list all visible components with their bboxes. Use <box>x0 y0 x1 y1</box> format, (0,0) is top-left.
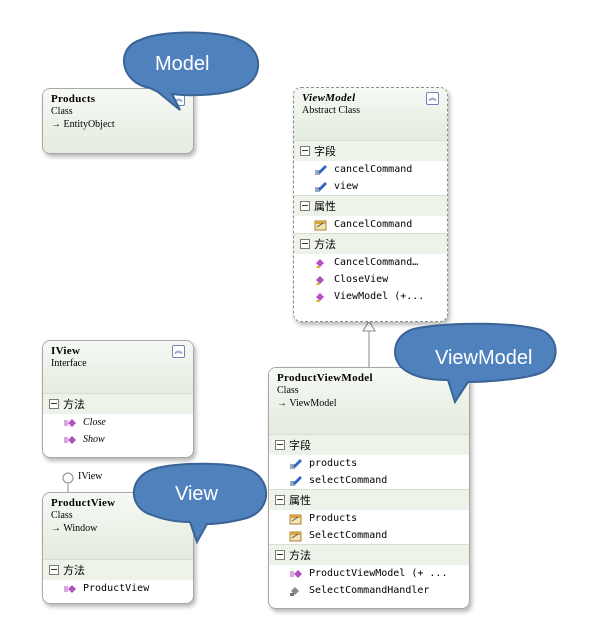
collapse-minus-icon[interactable] <box>275 495 285 505</box>
callout-viewmodel-label: ViewModel <box>435 347 533 369</box>
field-icon <box>290 458 302 469</box>
method-icon <box>316 258 324 268</box>
class-base: → Window <box>51 523 98 534</box>
iview-interface-box[interactable]: IView Interface ︽ 方法 Close Show <box>42 340 194 458</box>
collapse-minus-icon[interactable] <box>49 399 59 409</box>
double-chevron-up-icon[interactable]: ︽ <box>172 345 185 358</box>
class-kind: Abstract Class <box>302 105 361 116</box>
section-fields[interactable]: 字段 <box>294 140 447 161</box>
member-row[interactable]: view <box>294 178 447 195</box>
member-row[interactable]: selectCommand <box>269 472 469 489</box>
double-chevron-up-icon[interactable]: ︽ <box>426 92 439 105</box>
class-kind: Class <box>51 510 73 521</box>
section-methods[interactable]: 方法 <box>43 393 193 414</box>
member-row[interactable]: CancelCommand <box>294 216 447 233</box>
class-name: IView <box>51 345 81 357</box>
callout-model-label: Model <box>155 53 210 75</box>
class-base: → EntityObject <box>51 119 115 130</box>
section-methods[interactable]: 方法 <box>269 544 469 565</box>
class-kind: Class <box>277 385 299 396</box>
section-fields[interactable]: 字段 <box>269 434 469 455</box>
member-row[interactable]: products <box>269 455 469 472</box>
member-row[interactable]: cancelCommand <box>294 161 447 178</box>
method-icon <box>290 586 299 596</box>
callout-view-label: View <box>175 483 218 505</box>
collapse-minus-icon[interactable] <box>275 440 285 450</box>
member-row[interactable]: CancelCommand… <box>294 254 447 271</box>
method-icon <box>64 584 76 593</box>
field-icon <box>290 475 302 486</box>
interface-method-icon <box>64 418 76 427</box>
callout-view <box>132 462 268 545</box>
member-row[interactable]: Products <box>269 510 469 527</box>
section-methods[interactable]: 方法 <box>294 233 447 254</box>
class-name: Products <box>51 93 96 105</box>
class-kind: Interface <box>51 358 87 369</box>
class-base: → ViewModel <box>277 398 337 409</box>
property-icon <box>289 531 302 541</box>
member-row[interactable]: ViewModel (+... <box>294 288 447 305</box>
member-row[interactable]: ProductViewModel (+ ... <box>269 565 469 582</box>
member-row[interactable]: SelectCommandHandler <box>269 582 469 599</box>
class-name: ProductView <box>51 497 116 509</box>
callout-model <box>123 31 260 111</box>
class-kind: Class <box>51 106 73 117</box>
member-row[interactable]: CloseView <box>294 271 447 288</box>
collapse-minus-icon[interactable] <box>275 550 285 560</box>
interface-lollipop-icon <box>62 472 74 484</box>
member-row[interactable]: SelectCommand <box>269 527 469 544</box>
viewmodel-class-box[interactable]: ViewModel Abstract Class ︽ 字段 cancelComm… <box>293 87 448 322</box>
method-icon <box>290 569 302 578</box>
collapse-minus-icon[interactable] <box>49 565 59 575</box>
member-row[interactable]: Close <box>43 414 193 431</box>
field-icon <box>315 181 327 192</box>
property-icon <box>289 514 302 524</box>
collapse-minus-icon[interactable] <box>300 239 310 249</box>
section-properties[interactable]: 属性 <box>269 489 469 510</box>
collapse-minus-icon[interactable] <box>300 201 310 211</box>
property-icon <box>314 220 327 230</box>
productviewmodel-class-box[interactable]: ProductViewModel Class → ViewModel 字段 pr… <box>268 367 470 609</box>
class-name: ProductViewModel <box>277 372 373 384</box>
field-icon <box>315 164 327 175</box>
callout-viewmodel <box>394 322 557 404</box>
member-row[interactable]: Show <box>43 431 193 448</box>
method-icon <box>316 275 324 285</box>
member-row[interactable]: ProductView <box>43 580 193 597</box>
lollipop-label: IView <box>78 471 103 482</box>
collapse-minus-icon[interactable] <box>300 146 310 156</box>
inheritance-arrow-icon <box>362 320 376 332</box>
section-properties[interactable]: 属性 <box>294 195 447 216</box>
section-methods[interactable]: 方法 <box>43 559 193 580</box>
interface-method-icon <box>64 435 76 444</box>
class-name: ViewModel <box>302 92 356 104</box>
method-icon <box>316 292 324 302</box>
